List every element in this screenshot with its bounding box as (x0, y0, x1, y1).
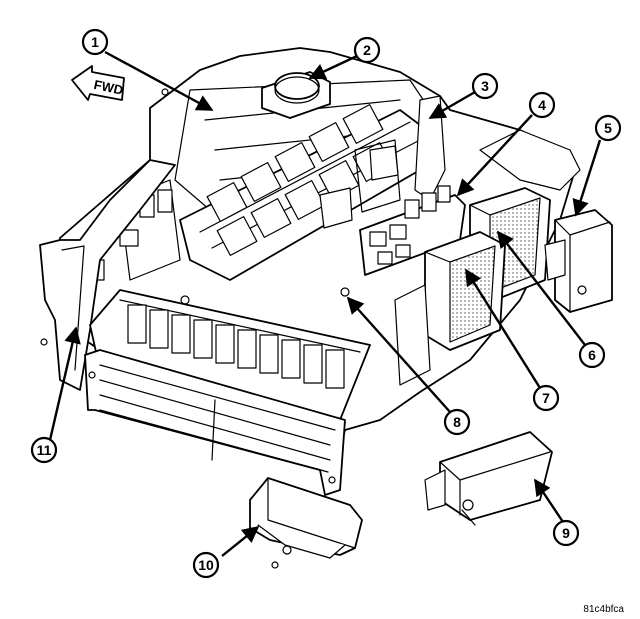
callout-11: 11 (30, 436, 58, 464)
callout-4: 4 (528, 91, 556, 119)
module-7 (424, 231, 506, 351)
lower-tray (84, 349, 346, 496)
figure-code: 81c4bfca (583, 604, 624, 615)
svg-text:10: 10 (198, 557, 214, 573)
relay-row (127, 304, 345, 389)
fwd-arrow-icon: FWD (71, 65, 125, 101)
module-9 (424, 431, 553, 526)
front-relay-panel (89, 289, 371, 421)
connector-bank (359, 185, 466, 276)
svg-text:9: 9 (562, 525, 570, 541)
svg-text:2: 2 (363, 42, 371, 58)
round-component (261, 71, 331, 119)
svg-text:7: 7 (542, 390, 550, 406)
module-10 (249, 477, 363, 569)
svg-text:3: 3 (481, 78, 489, 94)
callout-3: 3 (471, 72, 499, 100)
callout-1: 1 (81, 28, 109, 56)
svg-text:5: 5 (604, 120, 612, 136)
svg-text:11: 11 (37, 442, 52, 458)
callout-2: 2 (353, 36, 381, 64)
callout-8: 8 (443, 408, 471, 436)
callout-7: 7 (532, 384, 560, 412)
svg-text:8: 8 (453, 414, 461, 430)
callout-5: 5 (594, 114, 622, 142)
fwd-label: FWD (92, 77, 124, 98)
svg-text:6: 6 (588, 347, 596, 363)
leader-lines (48, 50, 602, 557)
module-5 (544, 209, 613, 313)
svg-text:1: 1 (91, 34, 99, 50)
callout-10: 10 (192, 551, 220, 579)
callout-9: 9 (552, 519, 580, 547)
svg-text:4: 4 (538, 97, 546, 113)
callout-6: 6 (578, 341, 606, 369)
